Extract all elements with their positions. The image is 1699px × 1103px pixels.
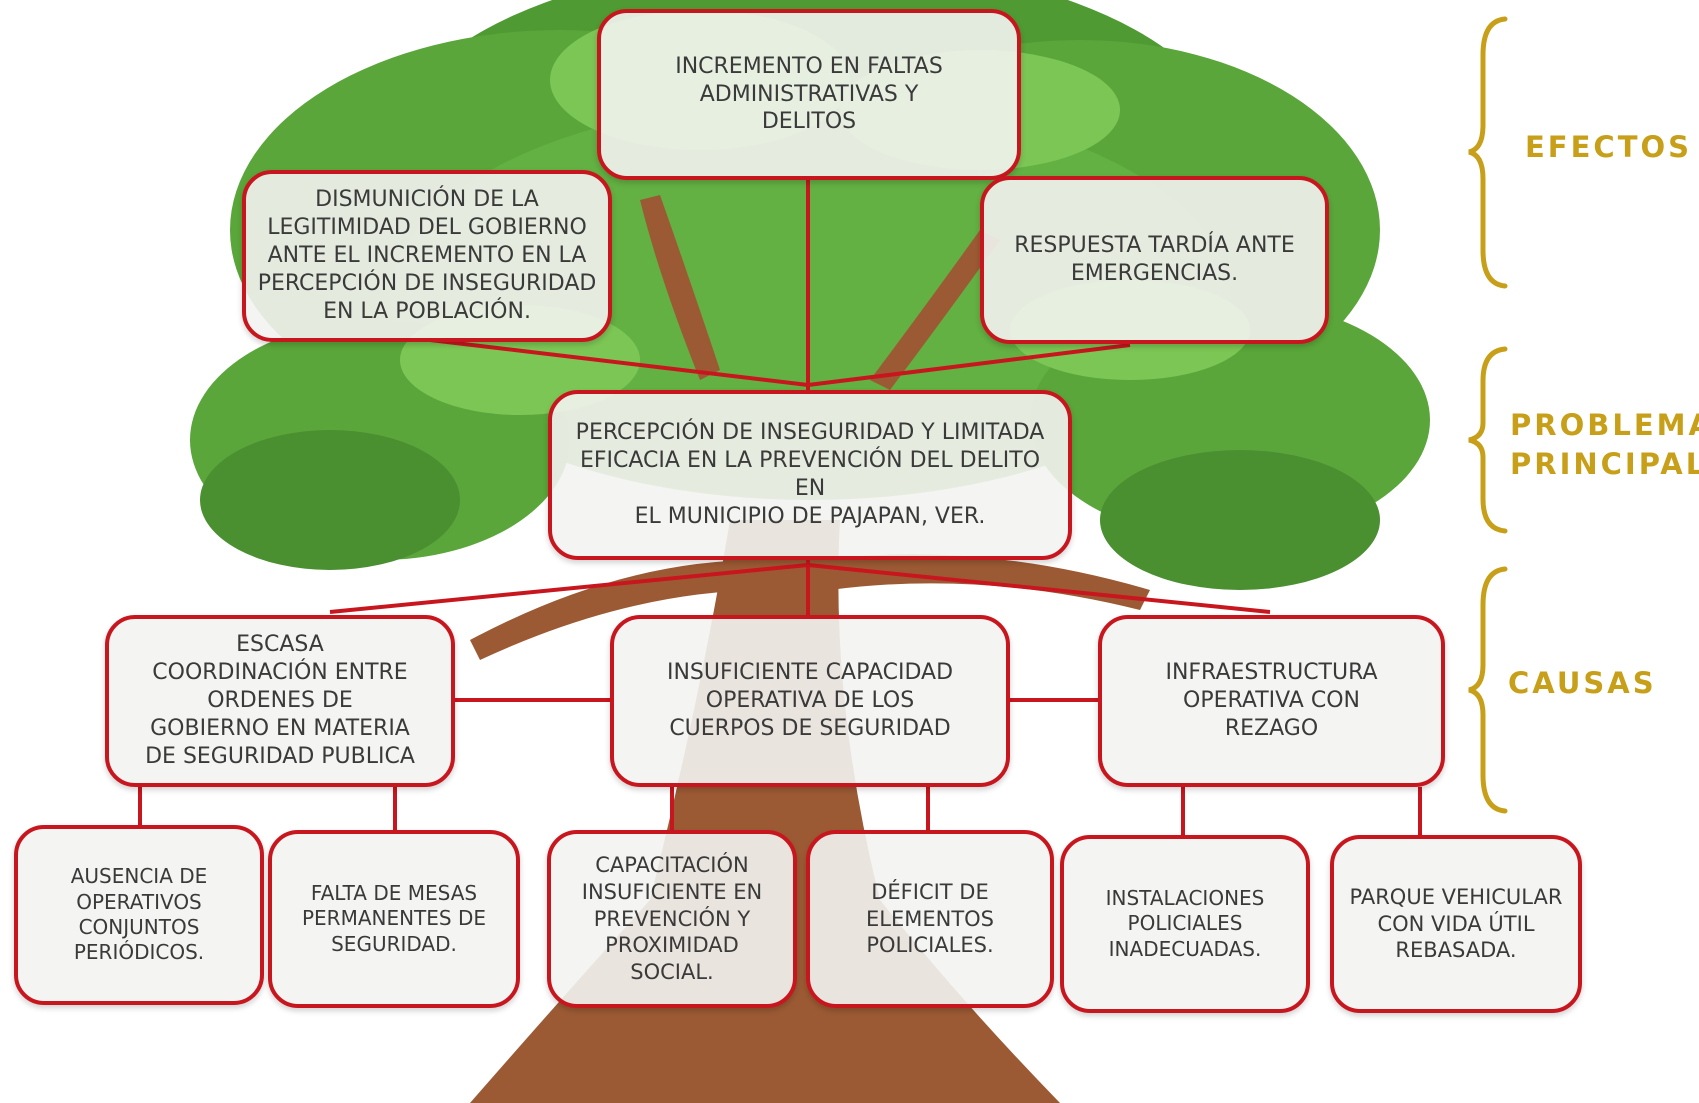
effects-brace — [1468, 16, 1508, 289]
subcause-box-1a: AUSENCIA DE OPERATIVOS CONJUNTOS PERIÓDI… — [14, 825, 264, 1005]
subcause-box-2b: DÉFICIT DE ELEMENTOS POLICIALES. — [806, 830, 1054, 1008]
subcause-box-3a: INSTALACIONES POLICIALES INADECUADAS. — [1060, 835, 1310, 1013]
causes-label: CAUSAS — [1508, 666, 1657, 700]
subcause-box-2a: CAPACITACIÓN INSUFICIENTE EN PREVENCIÓN … — [547, 830, 797, 1008]
effect-top-text: INCREMENTO EN FALTAS ADMINISTRATIVAS Y D… — [675, 53, 943, 135]
main-problem-text: PERCEPCIÓN DE INSEGURIDAD Y LIMITADA EFI… — [575, 420, 1045, 529]
subcause-text-3b: PARQUE VEHICULAR CON VIDA ÚTIL REBASADA. — [1349, 885, 1563, 963]
main-problem-brace — [1468, 346, 1508, 534]
subcause-text-1b: FALTA DE MESAS PERMANENTES DE SEGURIDAD. — [301, 880, 487, 956]
subcause-text-3a: INSTALACIONES POLICIALES INADECUADAS. — [1105, 885, 1265, 961]
causes-brace — [1468, 566, 1508, 814]
subcause-text-2b: DÉFICIT DE ELEMENTOS POLICIALES. — [865, 880, 995, 958]
cause-box-2: INSUFICIENTE CAPACIDAD OPERATIVA DE LOS … — [610, 615, 1010, 787]
cause-text-3: INFRAESTRUCTURA OPERATIVA CON REZAGO — [1165, 660, 1378, 741]
subcause-box-3b: PARQUE VEHICULAR CON VIDA ÚTIL REBASADA. — [1330, 835, 1582, 1013]
cause-box-1: ESCASA COORDINACIÓN ENTRE ORDENES DE GOB… — [105, 615, 455, 787]
effect-left-text: DISMUNICIÓN DE LA LEGITIMIDAD DEL GOBIER… — [257, 187, 597, 324]
effects-label: EFECTOS — [1525, 130, 1693, 164]
effect-left-box: DISMUNICIÓN DE LA LEGITIMIDAD DEL GOBIER… — [242, 170, 612, 342]
cause-box-3: INFRAESTRUCTURA OPERATIVA CON REZAGO — [1098, 615, 1445, 787]
cause-text-2: INSUFICIENTE CAPACIDAD OPERATIVA DE LOS … — [666, 660, 954, 741]
main-problem-box: PERCEPCIÓN DE INSEGURIDAD Y LIMITADA EFI… — [548, 390, 1072, 560]
effect-right-box: RESPUESTA TARDÍA ANTE EMERGENCIAS. — [980, 176, 1329, 344]
effect-right-text: RESPUESTA TARDÍA ANTE EMERGENCIAS. — [1014, 233, 1295, 286]
cause-text-1: ESCASA COORDINACIÓN ENTRE ORDENES DE GOB… — [145, 632, 415, 769]
main-problem-label: PROBLEMA PRINCIPAL — [1510, 408, 1699, 482]
connector-lines — [138, 180, 1422, 835]
subcause-text-1a: AUSENCIA DE OPERATIVOS CONJUNTOS PERIÓDI… — [70, 864, 208, 965]
subcause-box-1b: FALTA DE MESAS PERMANENTES DE SEGURIDAD. — [268, 830, 520, 1008]
effect-top-box: INCREMENTO EN FALTAS ADMINISTRATIVAS Y D… — [597, 9, 1021, 180]
subcause-text-2a: CAPACITACIÓN INSUFICIENTE EN PREVENCIÓN … — [581, 853, 763, 984]
